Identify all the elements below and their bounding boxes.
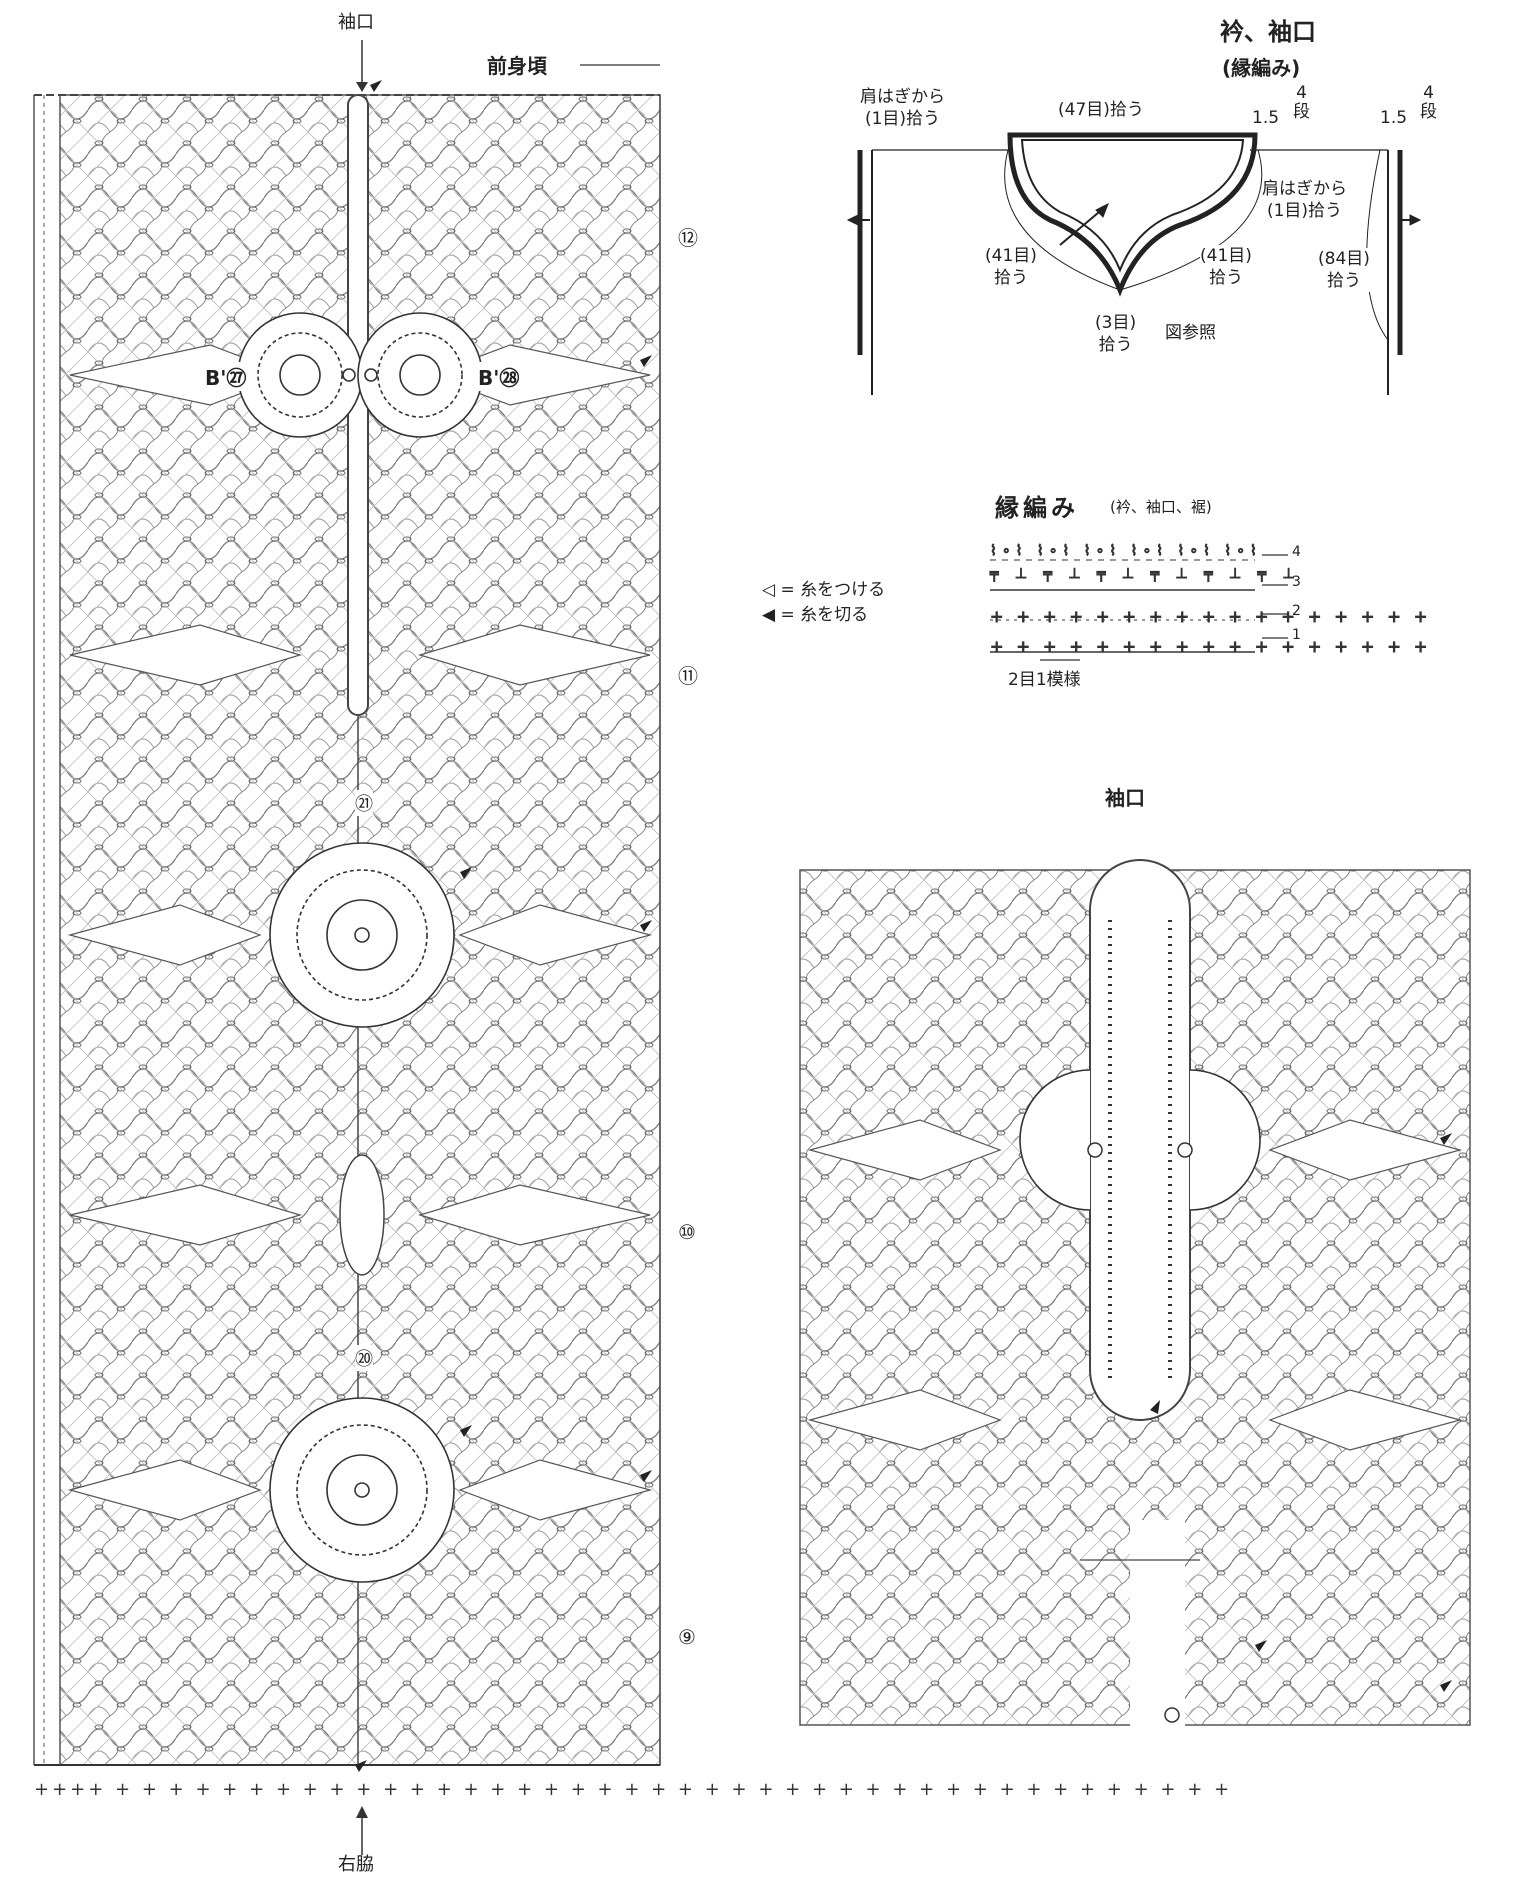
see-chart-note: 図参照 xyxy=(1165,323,1216,343)
front-body-chart: ++++ + + + + + + + + + + + + + + + + + +… xyxy=(33,40,1232,1855)
width-right: 1.5 xyxy=(1380,108,1408,128)
pickup-47: (47目)拾う xyxy=(1058,100,1144,120)
motif-label-b27: B'㉗ xyxy=(205,362,247,391)
edging-title: 縁編み xyxy=(995,494,1079,522)
edging-stitch-chart: + + + + + + + + + + + + + + + + + + + + … xyxy=(989,543,1431,661)
motif-label-b28: B'㉘ xyxy=(478,362,520,391)
pickup-41-right: (41目) 拾う xyxy=(1200,245,1252,289)
row-marker-10: ⑩ xyxy=(678,1220,696,1244)
cut-thread-mark xyxy=(355,80,652,1772)
edging-subtitle: (衿、袖口、裾) xyxy=(1110,498,1212,516)
svg-text:++++ + + + + + + + + + + + + +: ++++ + + + + + + + + + + + + + + + + + +… xyxy=(34,1779,1232,1800)
legend-cut-thread: ◀ = 糸を切る xyxy=(762,605,869,625)
front-body-label: 前身頃 xyxy=(487,54,547,78)
edging-repeat-note: 2目1模様 xyxy=(1008,670,1081,690)
flower-motif xyxy=(237,312,483,438)
pickup-41-left: (41目) 拾う xyxy=(985,245,1037,289)
row-marker-11: ⑪ xyxy=(678,664,698,688)
diamond-gaps xyxy=(67,344,653,1521)
edging-row-2: 2 xyxy=(1292,603,1301,619)
rows-left: 4 段 xyxy=(1293,83,1310,122)
shoulder-pickup-left: 肩はぎから (1目)拾う xyxy=(860,87,945,129)
svg-text:╤ ⊥ ╤ ⊥ ╤ ⊥ ╤ ⊥ ╤ ⊥ ╤ ⊥: ╤ ⊥ ╤ ⊥ ╤ ⊥ ╤ ⊥ ╤ ⊥ ╤ ⊥ xyxy=(989,566,1301,582)
width-left: 1.5 xyxy=(1252,108,1280,128)
svg-text:+ + + + + + + + + + + + + + +: + + + + + + + + + + + + + + + + + xyxy=(990,637,1431,656)
shoulder-pickup-right: 肩はぎから (1目)拾う xyxy=(1262,179,1347,221)
motif-label-21: ㉑ xyxy=(355,790,373,816)
edging-row-4: 4 xyxy=(1292,544,1301,560)
collar-schematic xyxy=(846,132,1422,395)
right-side-label: 右脇 xyxy=(338,1854,374,1875)
legend-attach-thread: ◁ = 糸をつける xyxy=(762,580,886,600)
edging-row-1: 1 xyxy=(1292,627,1301,643)
sleeve-opening-chart xyxy=(799,859,1471,1730)
svg-text:⌇∘⌇ ⌇∘⌇ ⌇∘⌇ ⌇∘⌇ ⌇∘⌇ ⌇∘⌇: ⌇∘⌇ ⌇∘⌇ ⌇∘⌇ ⌇∘⌇ ⌇∘⌇ ⌇∘⌇ xyxy=(990,543,1262,559)
rows-right: 4 段 xyxy=(1420,83,1437,122)
flower-motif xyxy=(269,842,455,1028)
motif-label-20: ⑳ xyxy=(355,1345,373,1371)
pickup-3: (3目) 拾う xyxy=(1095,313,1137,355)
svg-text:+ + + + + + + + + + + + + + +: + + + + + + + + + + + + + + + + + xyxy=(990,607,1431,626)
row-marker-12: ⑫ xyxy=(678,226,698,250)
pickup-84: (84目) 拾う xyxy=(1318,248,1370,292)
edging-row-3: 3 xyxy=(1292,574,1301,590)
flower-motif xyxy=(269,1397,455,1583)
collar-subtitle: (縁編み) xyxy=(1222,56,1301,80)
sleeve-opening-top-label: 袖口 xyxy=(338,12,374,33)
sleeve-chart-title: 袖口 xyxy=(1105,786,1145,810)
row-marker-9: ⑨ xyxy=(678,1625,696,1649)
collar-title: 衿、袖口 xyxy=(1220,18,1316,46)
